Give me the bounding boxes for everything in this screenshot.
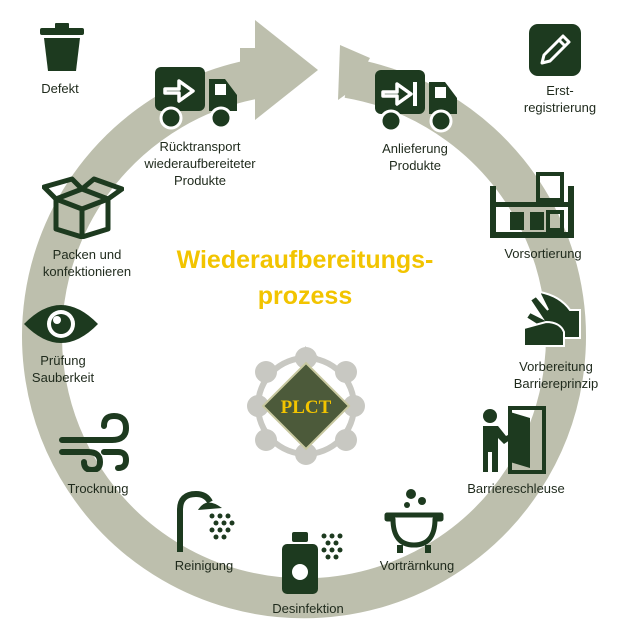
cycle-arrow-tail-right xyxy=(338,45,370,100)
step-label-barriereschleuse: Barriereschleuse xyxy=(467,481,565,496)
mini-cycle xyxy=(247,346,365,465)
step-label-erstregistrierung: Erst- registrierung xyxy=(523,83,597,115)
step-label-vorsortierung: Vorsortierung xyxy=(504,246,582,261)
eye-icon xyxy=(24,305,98,343)
pot-icon xyxy=(384,489,444,553)
step-label-vorbereitung: Vorbereitung Barriereprinzip xyxy=(513,359,599,391)
step-label-ruecktransport: Rücktransport wiederaufbereiteter Produk… xyxy=(144,139,256,188)
box-icon xyxy=(42,176,124,239)
cycle-arrow-head-left xyxy=(255,20,318,120)
step-label-pruefung: Prüfung Sauberkeit xyxy=(31,353,95,385)
title-line-1: Wiederaufbereitungs- xyxy=(176,246,434,274)
shower-icon xyxy=(177,490,235,552)
truck-inbound-icon xyxy=(375,70,457,133)
step-label-defekt: Defekt xyxy=(41,81,79,96)
step-label-vortraenkung: Vorträrnkung xyxy=(379,558,455,573)
step-label-anlieferung: Anlieferung Produkte xyxy=(382,141,448,173)
step-label-packen: Packen und konfektionieren xyxy=(42,247,132,279)
step-label-reinigung: Reinigung xyxy=(174,558,234,573)
wind-icon xyxy=(59,412,130,472)
plct-logo: PLCT xyxy=(261,361,351,451)
step-label-desinfektion: Desinfektion xyxy=(272,601,344,616)
title-line-2: prozess xyxy=(257,282,353,310)
shelf-boxes-icon xyxy=(490,172,574,238)
pencil-icon xyxy=(529,24,581,76)
step-label-trocknung: Trocknung xyxy=(67,481,129,496)
truck-outbound-icon xyxy=(155,67,237,130)
trash-can-icon xyxy=(40,23,84,71)
hands-icon xyxy=(523,290,581,347)
diagram-title: Wiederaufbereitungs- prozess xyxy=(120,242,490,314)
logo-text: PLCT xyxy=(281,397,332,418)
person-door-icon xyxy=(483,406,546,474)
spray-bottle-icon xyxy=(282,532,343,594)
